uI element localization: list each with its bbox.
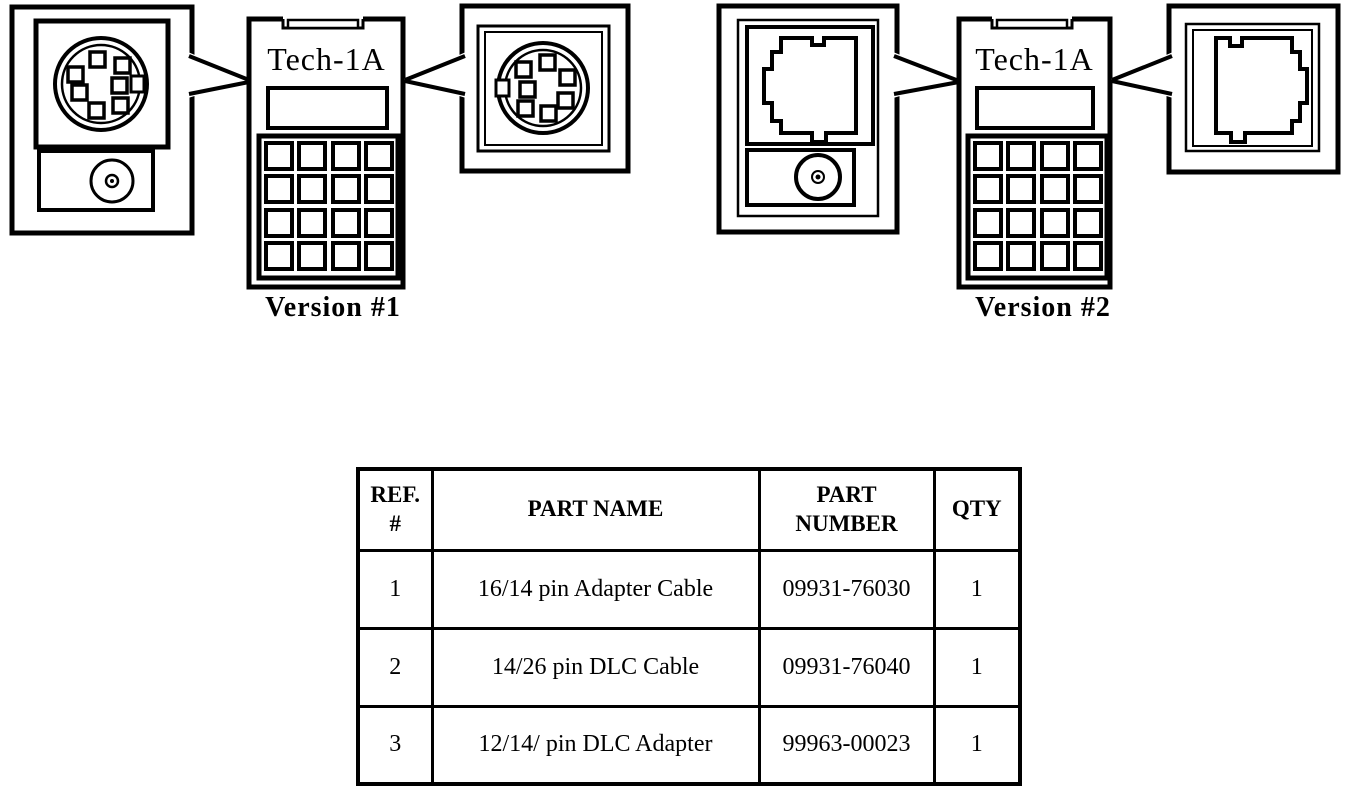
v2-device-title: Tech-1A	[975, 41, 1094, 77]
cell-qty: 1	[932, 704, 1022, 786]
top-slot	[286, 18, 360, 30]
device-display	[266, 86, 389, 130]
cell-ref: 2	[356, 626, 434, 708]
cell-qty: 1	[932, 548, 1022, 630]
v1-device-title: Tech-1A	[267, 41, 386, 77]
v1-right-connector-illustration	[404, 3, 631, 174]
v2-right-connector-illustration	[1111, 3, 1341, 175]
v1-left-connector-illustration	[9, 4, 250, 236]
connector-key-notch	[129, 74, 146, 94]
parts-table-header-row: REF. # PART NAME PART NUMBER QTY	[356, 467, 1022, 552]
cell-part-number: 09931-76030	[757, 548, 936, 630]
cell-part-name: 14/26 pin DLC Cable	[430, 626, 761, 708]
cell-qty: 1	[932, 626, 1022, 708]
v2-device-illustration	[956, 13, 1113, 290]
header-part-name: PART NAME	[430, 467, 761, 552]
cell-part-number: 09931-76040	[757, 626, 936, 708]
parts-table: REF. # PART NAME PART NUMBER QTY 1 16/14…	[356, 467, 1022, 786]
header-part-number: PART NUMBER	[757, 467, 936, 552]
dlc-connector-outline	[762, 36, 858, 144]
header-ref: REF. #	[356, 467, 434, 552]
cell-part-name: 16/14 pin Adapter Cable	[430, 548, 761, 630]
dlc-connector-outline	[1214, 36, 1309, 144]
table-row: 2 14/26 pin DLC Cable 09931-76040 1	[356, 626, 1022, 708]
v1-device-illustration	[246, 13, 406, 290]
v2-left-connector-illustration	[716, 3, 960, 235]
device-display	[975, 86, 1095, 130]
v2-caption: Version #2	[975, 292, 1111, 323]
cell-ref: 1	[356, 548, 434, 630]
table-row: 3 12/14/ pin DLC Adapter 99963-00023 1	[356, 704, 1022, 786]
cell-ref: 3	[356, 704, 434, 786]
table-row: 1 16/14 pin Adapter Cable 09931-76030 1	[356, 548, 1022, 630]
connector-key-notch	[494, 78, 511, 98]
v1-caption: Version #1	[265, 292, 401, 323]
cell-part-name: 12/14/ pin DLC Adapter	[430, 704, 761, 786]
header-qty: QTY	[932, 467, 1022, 552]
top-slot	[995, 18, 1069, 30]
cell-part-number: 99963-00023	[757, 704, 936, 786]
